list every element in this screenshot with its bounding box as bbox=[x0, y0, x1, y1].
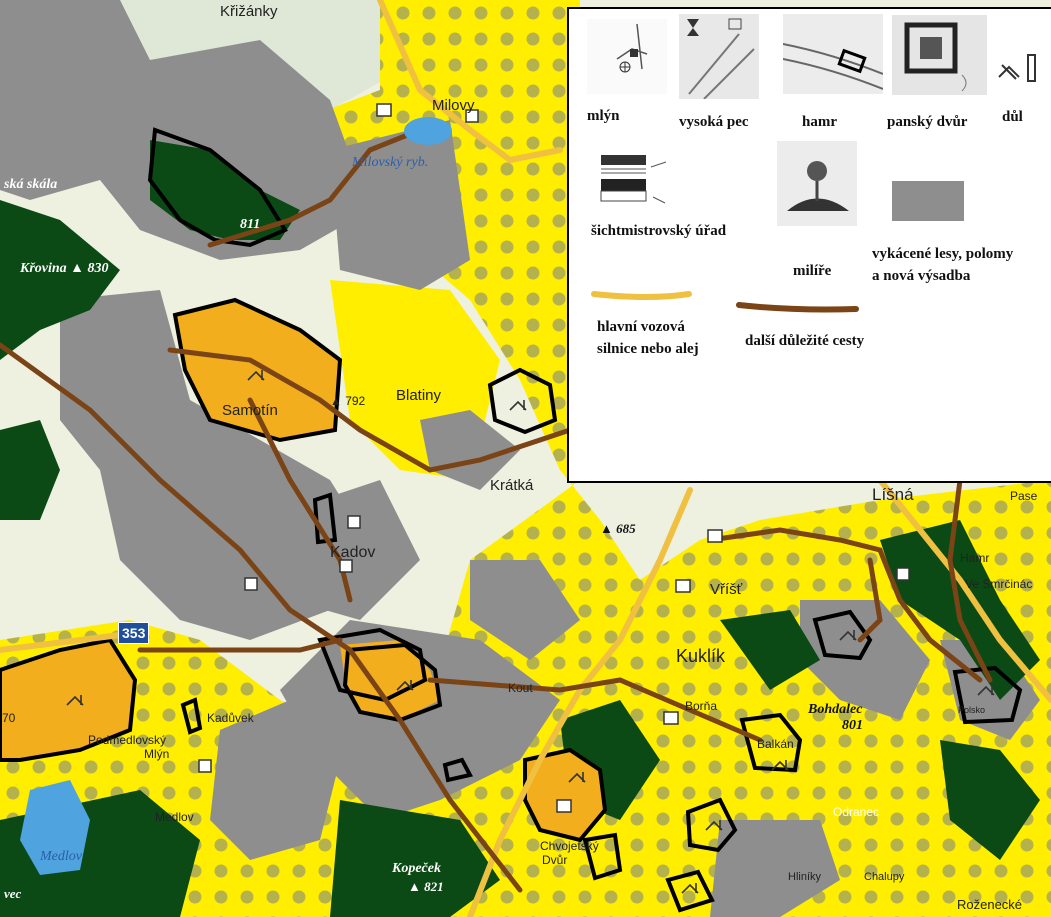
place-kout: Kout bbox=[508, 681, 533, 695]
manor-icon bbox=[892, 15, 987, 95]
water-medlov: Medlov bbox=[40, 849, 82, 864]
legend-label-main-road-1: hlavní vozová bbox=[597, 319, 685, 335]
mine-markers bbox=[66, 370, 995, 894]
legend-label-main-road-2: silnice nebo alej bbox=[597, 341, 699, 357]
office-icon bbox=[600, 155, 667, 204]
legend-label-office: šichtmistrovský úřad bbox=[591, 223, 727, 239]
legend-label-manor: panský dvůr bbox=[887, 114, 968, 130]
peak-811: 811 bbox=[240, 217, 261, 232]
place-medlov: Medlov bbox=[155, 810, 194, 824]
milovsky-pond bbox=[404, 117, 452, 145]
map-markers bbox=[198, 103, 910, 813]
legend-label-mine: důl bbox=[1002, 109, 1023, 125]
legend-label-other-road: další důležité cesty bbox=[745, 333, 865, 349]
peak-bohdalec-height: 801 bbox=[842, 718, 863, 733]
mill-icon bbox=[587, 19, 667, 94]
mining-areas bbox=[0, 300, 605, 840]
peak-792: ▲ 792 bbox=[330, 394, 366, 408]
peak-70: 70 bbox=[2, 711, 16, 725]
place-mlyn: Mlýn bbox=[144, 747, 170, 761]
place-podmedlovsky: Podmedlovský bbox=[88, 733, 167, 747]
place-bohna: Borňa bbox=[685, 699, 718, 713]
place-odranec: Odranec bbox=[833, 805, 880, 819]
legend-label-mill: mlýn bbox=[587, 108, 620, 124]
peak-skala: ská skála bbox=[4, 177, 58, 192]
mining-outlines bbox=[0, 127, 1023, 913]
place-kuklik: Kuklík bbox=[676, 646, 726, 666]
place-krizanky: Křižánky bbox=[220, 3, 278, 20]
cleared-forest-swatch bbox=[892, 181, 964, 221]
place-chvojetsky: Chvojetský bbox=[540, 839, 599, 853]
legend-label-hammer-mill: hamr bbox=[802, 114, 837, 130]
map-legend: mlýn vysoká pec hamr panský dvůr důl šic… bbox=[567, 7, 1051, 483]
place-dvur: Dvůr bbox=[542, 853, 568, 867]
place-kaduvek: Kadůvek bbox=[207, 711, 254, 725]
road-number-badge: 353 bbox=[118, 622, 150, 644]
place-rozenecke: Roženecké bbox=[957, 897, 1023, 912]
peak-krovina: Křovina ▲ 830 bbox=[20, 261, 109, 276]
medlov-lake bbox=[20, 780, 90, 875]
place-ve-smrcinach: Ve Smrčinác bbox=[965, 577, 1033, 591]
hammer-mill-icon bbox=[783, 14, 883, 94]
legend-label-cleared-forest-1: vykácené lesy, polomy bbox=[872, 246, 1014, 262]
place-samotin: Samotín bbox=[222, 402, 278, 419]
place-kratka: Krátká bbox=[490, 477, 534, 494]
legend-label-charcoal-pile: milíře bbox=[793, 263, 832, 279]
charcoal-pile-icon bbox=[777, 141, 857, 226]
place-kadov: Kadov bbox=[330, 544, 376, 561]
other-road-line bbox=[736, 302, 859, 313]
legend-label-cleared-forest-2: a nová výsadba bbox=[872, 268, 971, 284]
water-milovsky: Milovský ryb. bbox=[352, 155, 429, 170]
other-roads bbox=[0, 127, 993, 893]
peak-kopecek-height: ▲ 821 bbox=[408, 879, 444, 894]
place-milovy: Milovy bbox=[432, 97, 475, 114]
place-hliniky: Hliníky bbox=[788, 871, 822, 883]
place-vrist: Vříšť bbox=[710, 581, 743, 598]
peak-bohdalec-name: Bohdalec bbox=[808, 702, 863, 717]
place-hamr: Hamr bbox=[960, 551, 990, 565]
legend-label-blast-furnace: vysoká pec bbox=[679, 114, 749, 130]
place-pase: Pase bbox=[1010, 489, 1038, 503]
place-vec: vec bbox=[4, 886, 22, 901]
blast-furnace-icon bbox=[679, 14, 759, 99]
peak-685: ▲ 685 bbox=[600, 521, 636, 536]
mine-icon bbox=[998, 54, 1036, 82]
peak-kopecek-name: Kopeček bbox=[392, 861, 441, 876]
place-balkan: Balkán bbox=[757, 737, 794, 751]
place-lisna: Líšná bbox=[872, 485, 914, 504]
place-chalupy: Chalupy bbox=[864, 871, 905, 883]
main-road-line bbox=[591, 291, 692, 300]
place-polsko: Polsko bbox=[958, 705, 986, 715]
place-blatiny: Blatiny bbox=[396, 387, 442, 404]
